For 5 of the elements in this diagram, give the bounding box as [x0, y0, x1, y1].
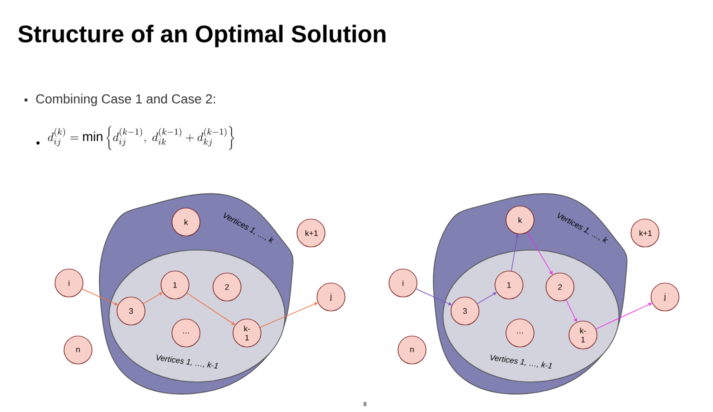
- title: Structure of an Optimal Solution: [18, 24, 386, 48]
- arrow: [82, 288, 118, 306]
- arrow: [416, 288, 452, 306]
- formula: $d_{ij}^{(k)} = \min\left\{ d_{ij}^{(k-1)},\; d_{ik}^{(k-1)} + d_{kj}^{(k-1)} \right\}$: [48, 126, 234, 150]
- bullet-text: Combining Case 1 and Case 2:: [36, 94, 215, 106]
